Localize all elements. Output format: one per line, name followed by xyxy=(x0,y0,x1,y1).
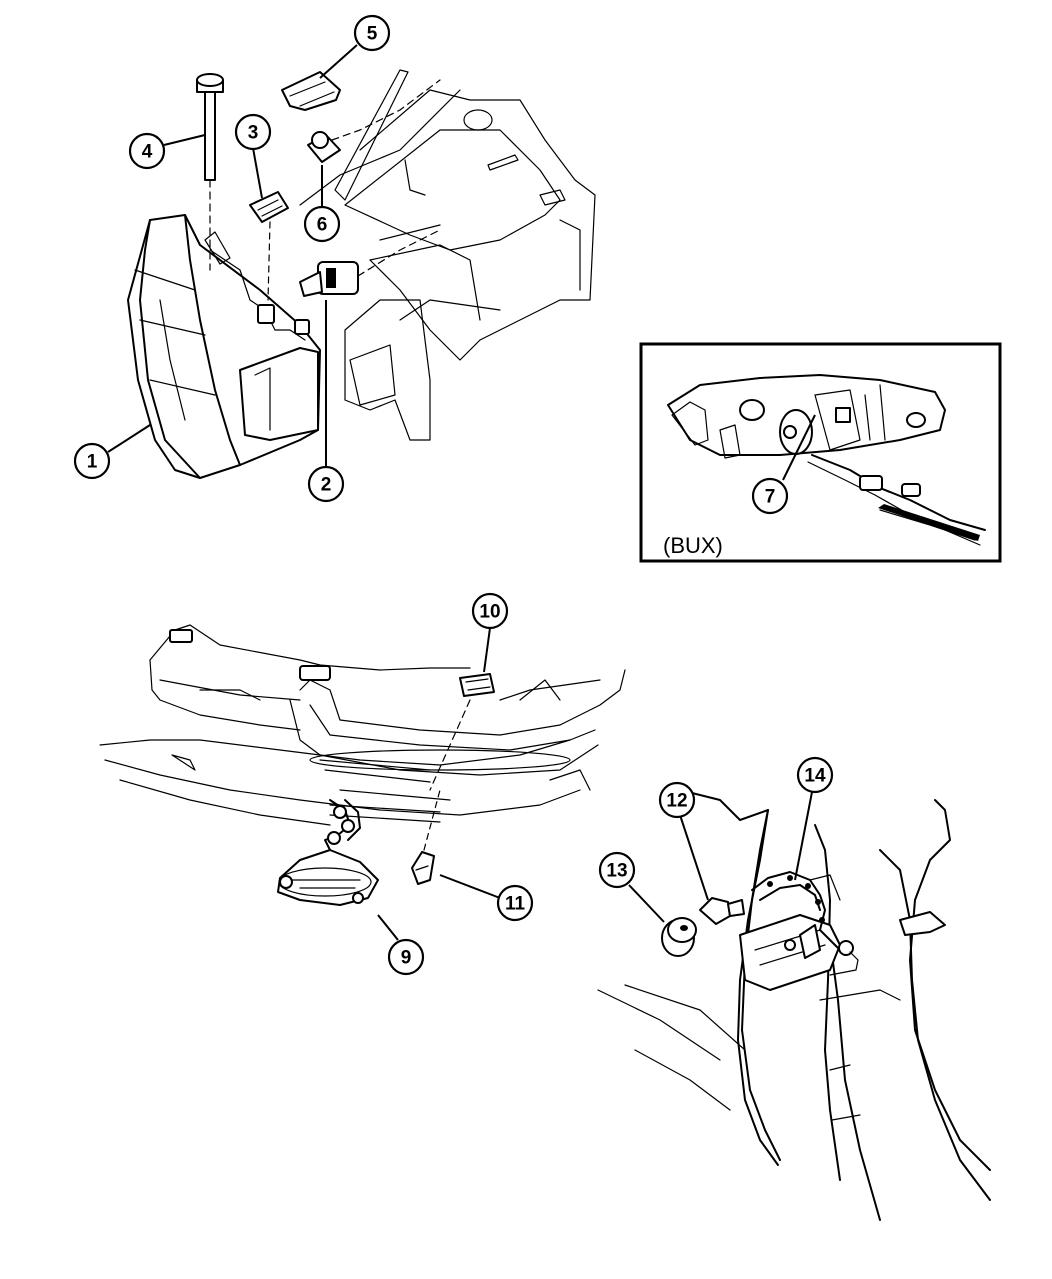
callout-9-label: 9 xyxy=(401,948,412,969)
callout-3-label: 3 xyxy=(248,123,259,144)
callout-1-label: 1 xyxy=(87,452,98,473)
leader-lines xyxy=(107,44,816,941)
callout-13: 13 xyxy=(598,851,636,889)
callout-5-label: 5 xyxy=(367,24,378,45)
wedge-bulb xyxy=(249,191,289,301)
callout-2: 2 xyxy=(307,465,345,503)
front-fascia xyxy=(99,624,626,826)
bux-inset: (BUX) xyxy=(639,342,1002,563)
fender-bracket-view xyxy=(597,789,991,1221)
callout-14: 14 xyxy=(796,756,834,794)
callout-7-label: 7 xyxy=(765,487,776,508)
marker-wiring xyxy=(324,799,361,851)
repeater-bulb xyxy=(699,897,745,925)
side-marker-lamp xyxy=(277,849,379,906)
callout-6: 6 xyxy=(303,205,341,243)
support-bracket xyxy=(299,69,596,441)
small-bulb-socket xyxy=(307,79,441,163)
callout-14-label: 14 xyxy=(804,766,826,787)
inset-lamp-rear xyxy=(667,374,946,459)
callout-1: 1 xyxy=(73,442,111,480)
headlamp-housing xyxy=(127,214,321,479)
inset-wiring-harness xyxy=(807,454,986,546)
adjuster-screw xyxy=(196,73,224,271)
headlamp-assembly-view xyxy=(127,69,596,479)
callout-12-label: 12 xyxy=(666,791,687,812)
marker-bulb xyxy=(411,789,441,885)
fender-panel xyxy=(597,789,991,1221)
callout-4: 4 xyxy=(128,132,166,170)
callout-2-label: 2 xyxy=(321,475,332,496)
front-fascia-view xyxy=(99,624,626,906)
bux-label: (BUX) xyxy=(663,533,723,558)
callout-9: 9 xyxy=(387,938,425,976)
callout-6-label: 6 xyxy=(317,215,328,236)
callout-10-label: 10 xyxy=(479,602,500,623)
callout-7: 7 xyxy=(751,477,789,515)
callout-12: 12 xyxy=(658,781,696,819)
callout-13-label: 13 xyxy=(606,861,627,882)
grommet xyxy=(661,917,697,957)
headlamp-bulb-socket xyxy=(299,229,441,297)
callout-11: 11 xyxy=(496,884,534,922)
marker-clip xyxy=(429,673,495,791)
retainer-clip xyxy=(281,71,341,111)
callout-3: 3 xyxy=(234,113,272,151)
callout-5: 5 xyxy=(353,14,391,52)
callout-10: 10 xyxy=(471,592,509,630)
side-repeater-harness xyxy=(739,871,946,991)
callout-4-label: 4 xyxy=(142,142,153,163)
callout-11-label: 11 xyxy=(505,894,526,915)
